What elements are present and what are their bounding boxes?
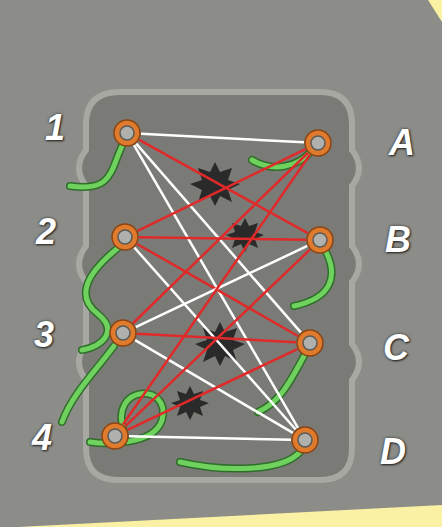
peg-shape [304, 129, 332, 157]
connector-line [128, 349, 298, 430]
peg: D [291, 426, 319, 454]
connector-line [123, 155, 310, 425]
peg-shape [306, 226, 334, 254]
peg: C [296, 329, 324, 357]
peg-label: 4 [17, 418, 67, 458]
peg-shape [109, 319, 137, 347]
connector-line [135, 340, 293, 433]
peg-shape [113, 119, 141, 147]
peg-label: 1 [30, 108, 80, 148]
peg-label: 3 [19, 315, 69, 355]
green-wires [62, 146, 332, 469]
peg-label: D [368, 432, 418, 472]
connector-line [141, 134, 304, 143]
connector-line [139, 140, 308, 233]
connector-line [134, 247, 295, 429]
peg-label: B [373, 220, 423, 260]
connector-line [129, 436, 291, 439]
peg: 1 [113, 119, 141, 147]
peg-label: C [371, 328, 421, 368]
connector-line [136, 246, 308, 327]
connector-line [133, 153, 308, 323]
peg-shape [296, 329, 324, 357]
peg-shape [111, 223, 139, 251]
peg: A [304, 129, 332, 157]
peg-shape [101, 422, 129, 450]
peg: B [306, 226, 334, 254]
peg: 2 [111, 223, 139, 251]
peg-shape [291, 426, 319, 454]
peg: 3 [109, 319, 137, 347]
connector-line [138, 149, 306, 231]
peg-label: 2 [21, 212, 71, 252]
peg: 4 [101, 422, 129, 450]
connector-line [125, 250, 310, 427]
peg-label: A [377, 123, 427, 163]
